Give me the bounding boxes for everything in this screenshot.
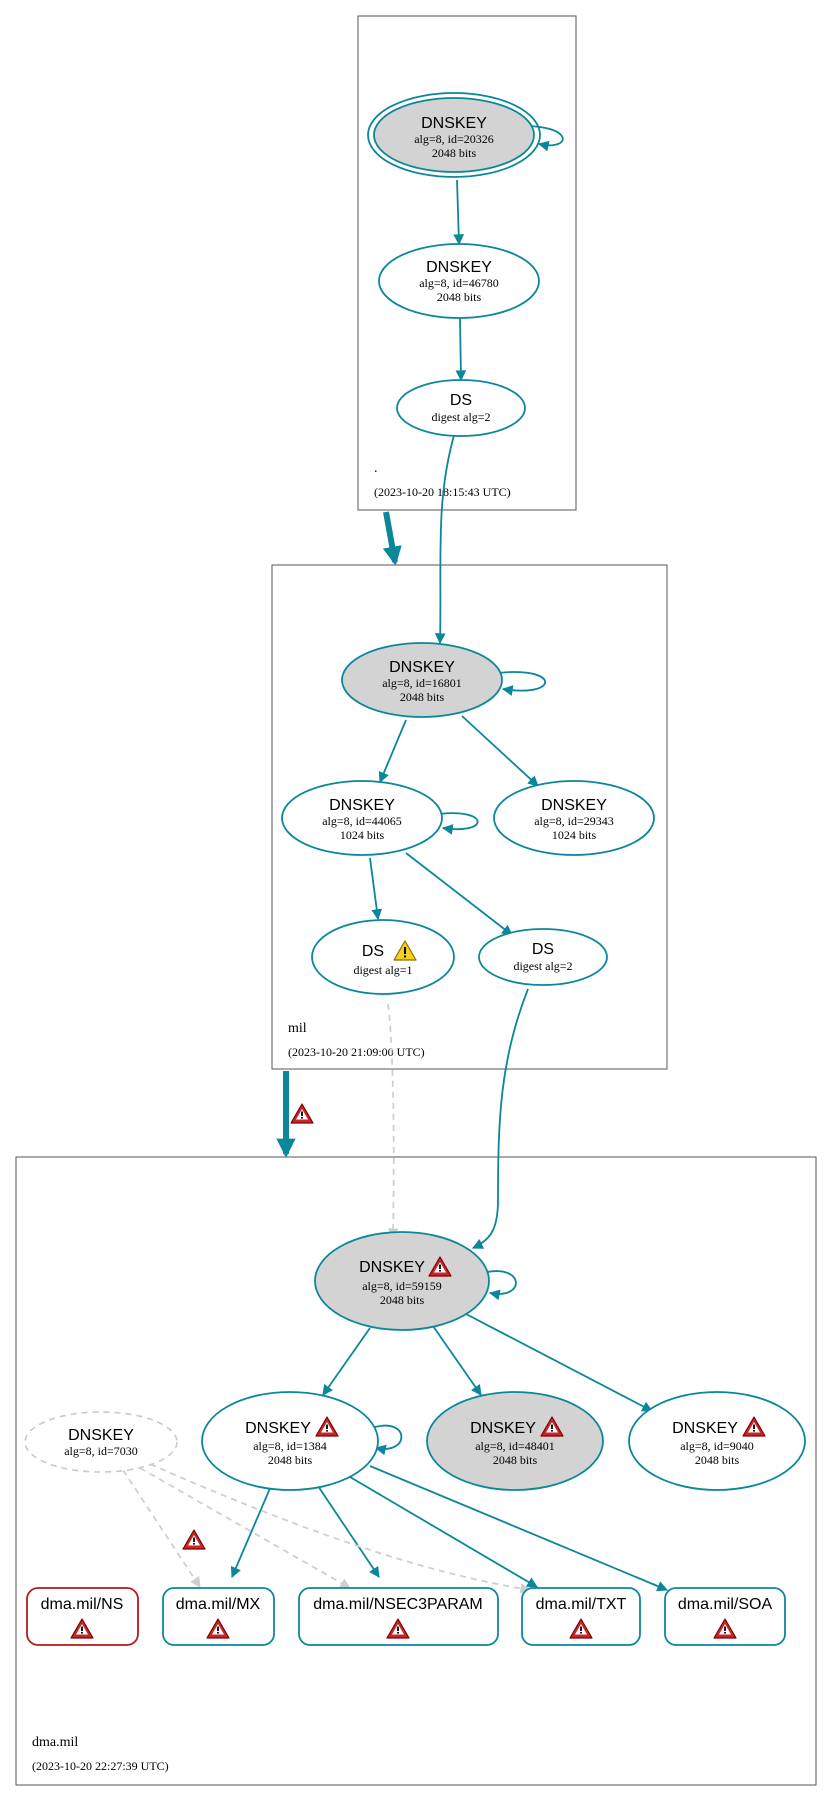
node-key-size: 1024 bits bbox=[552, 828, 597, 842]
node-dma-dnskey-1384[interactable]: DNSKEY alg=8, id=1384 2048 bits bbox=[201, 1391, 379, 1491]
node-mil-dnskey-44065[interactable]: DNSKEY alg=8, id=44065 1024 bits bbox=[281, 780, 443, 856]
edge-k1384-mx bbox=[230, 1485, 272, 1578]
node-dma-dnskey-7030[interactable]: DNSKEY alg=8, id=7030 bbox=[24, 1411, 178, 1473]
node-title: DS bbox=[532, 941, 554, 958]
node-root-dnskey-20326[interactable]: DNSKEY alg=8, id=20326 2048 bits bbox=[367, 92, 541, 178]
node-rrset-txt[interactable]: dma.mil/TXT bbox=[521, 1587, 641, 1646]
edge-mil-ds2-dma-ksk bbox=[472, 988, 529, 1249]
node-algorithm: alg=8, id=46780 bbox=[419, 276, 499, 290]
node-algorithm: alg=8, id=48401 bbox=[475, 1439, 555, 1453]
ghost-edge-error-icon bbox=[182, 1529, 206, 1550]
node-title: DNSKEY bbox=[426, 259, 492, 276]
node-dma-dnskey-59159[interactable]: DNSKEY alg=8, id=59159 2048 bits bbox=[314, 1231, 490, 1331]
node-rrset-nsec3param[interactable]: dma.mil/NSEC3PARAM bbox=[298, 1587, 499, 1646]
node-algorithm: alg=8, id=1384 bbox=[253, 1439, 327, 1453]
node-dma-dnskey-48401[interactable]: DNSKEY alg=8, id=48401 2048 bits bbox=[426, 1391, 604, 1491]
node-algorithm: alg=8, id=59159 bbox=[362, 1279, 442, 1293]
node-key-size: 2048 bits bbox=[400, 690, 445, 704]
node-key-size: 2048 bits bbox=[380, 1293, 425, 1307]
edge-mil-ds1-dma-ksk bbox=[387, 1003, 399, 1240]
node-title: DNSKEY bbox=[421, 115, 487, 132]
node-title: DNSKEY bbox=[359, 1259, 425, 1276]
edge-k1384-nsec3param bbox=[317, 1485, 380, 1578]
edge-root-ksk-zsk bbox=[453, 179, 465, 246]
edge-dma-ksk-k9040 bbox=[465, 1313, 653, 1412]
zone-dma-box bbox=[15, 1156, 817, 1786]
node-title: dma.mil/TXT bbox=[536, 1596, 627, 1613]
node-key-size: 2048 bits bbox=[437, 290, 482, 304]
node-mil-dnskey-29343[interactable]: DNSKEY alg=8, id=29343 1024 bits bbox=[493, 780, 655, 856]
node-title: dma.mil/NSEC3PARAM bbox=[313, 1596, 483, 1613]
node-digest: digest alg=2 bbox=[431, 410, 490, 424]
node-key-size: 1024 bits bbox=[340, 828, 385, 842]
zone-mil-box bbox=[271, 564, 668, 1070]
node-key-size: 2048 bits bbox=[432, 146, 477, 160]
node-mil-ds-digest2[interactable]: DS digest alg=2 bbox=[478, 928, 608, 986]
node-algorithm: alg=8, id=29343 bbox=[534, 814, 614, 828]
node-dma-dnskey-9040[interactable]: DNSKEY alg=8, id=9040 2048 bits bbox=[628, 1391, 806, 1491]
zone-dma: dma.mil (2023-10-20 22:27:39 UTC) bbox=[15, 1156, 817, 1786]
node-rrset-mx[interactable]: dma.mil/MX bbox=[162, 1587, 275, 1646]
node-title: DS bbox=[362, 943, 384, 960]
node-key-size: 2048 bits bbox=[268, 1453, 313, 1467]
node-rrset-soa[interactable]: dma.mil/SOA bbox=[664, 1587, 786, 1646]
zone-root-name: . bbox=[374, 461, 378, 476]
zone-dma-name: dma.mil bbox=[32, 1735, 78, 1750]
node-root-ds[interactable]: DS digest alg=2 bbox=[396, 379, 526, 437]
edge-dma-ksk-k48401 bbox=[432, 1325, 482, 1396]
edge-mil-zsk1-ds2 bbox=[405, 852, 513, 936]
edge-mil-zsk1-ds1 bbox=[369, 857, 383, 921]
node-rrset-ns[interactable]: dma.mil/NS bbox=[26, 1587, 139, 1646]
zone-dma-timestamp: (2023-10-20 22:27:39 UTC) bbox=[32, 1759, 169, 1773]
node-algorithm: alg=8, id=7030 bbox=[64, 1444, 138, 1458]
edge-mil-ksk-zsk2 bbox=[461, 715, 539, 787]
node-key-size: 2048 bits bbox=[493, 1453, 538, 1467]
edge-root-ds-mil-ksk bbox=[434, 431, 456, 645]
edge-dma-ksk-k1384 bbox=[322, 1327, 371, 1396]
node-title: dma.mil/NS bbox=[41, 1596, 124, 1613]
node-algorithm: alg=8, id=16801 bbox=[382, 676, 462, 690]
node-title: DNSKEY bbox=[245, 1420, 311, 1437]
node-root-dnskey-46780[interactable]: DNSKEY alg=8, id=46780 2048 bits bbox=[378, 243, 540, 319]
node-title: DNSKEY bbox=[329, 797, 395, 814]
node-algorithm: alg=8, id=9040 bbox=[680, 1439, 754, 1453]
node-mil-ds-digest1[interactable]: DS digest alg=1 bbox=[311, 919, 455, 995]
node-title: DNSKEY bbox=[68, 1427, 134, 1444]
edge-ghost-txt bbox=[149, 1463, 532, 1594]
edge-mil-zsk1-self bbox=[437, 812, 479, 835]
node-mil-dnskey-16801[interactable]: DNSKEY alg=8, id=16801 2048 bits bbox=[341, 642, 503, 718]
node-title: dma.mil/SOA bbox=[678, 1596, 773, 1613]
node-title: DNSKEY bbox=[470, 1420, 536, 1437]
zone-root-timestamp: (2023-10-20 18:15:43 UTC) bbox=[374, 485, 511, 499]
edge-mil-ksk-self bbox=[497, 671, 546, 696]
edge-k1384-txt bbox=[349, 1476, 538, 1588]
node-title: DNSKEY bbox=[389, 659, 455, 676]
edge-dma-ksk-self bbox=[486, 1270, 517, 1301]
zone-mil-timestamp: (2023-10-20 21:09:00 UTC) bbox=[288, 1045, 425, 1059]
zone-mil-name: mil bbox=[288, 1021, 307, 1036]
delegation-error-icon bbox=[290, 1103, 314, 1124]
node-digest: digest alg=2 bbox=[513, 959, 572, 973]
node-title: DNSKEY bbox=[672, 1420, 738, 1437]
edge-ghost-mx bbox=[122, 1469, 201, 1588]
node-key-size: 2048 bits bbox=[695, 1453, 740, 1467]
zone-root-box bbox=[357, 15, 577, 511]
edge-mil-ksk-zsk1 bbox=[378, 719, 407, 783]
delegation-root-to-mil bbox=[382, 511, 402, 566]
zone-root: . (2023-10-20 18:15:43 UTC) bbox=[357, 15, 577, 511]
node-algorithm: alg=8, id=20326 bbox=[414, 132, 494, 146]
node-title: DS bbox=[450, 392, 472, 409]
node-title: DNSKEY bbox=[541, 797, 607, 814]
edge-k1384-soa bbox=[369, 1465, 668, 1592]
node-digest: digest alg=1 bbox=[353, 963, 412, 977]
edge-root-zsk-ds bbox=[455, 317, 467, 382]
edge-ghost-nsec3param bbox=[139, 1467, 351, 1589]
node-algorithm: alg=8, id=44065 bbox=[322, 814, 402, 828]
node-title: dma.mil/MX bbox=[176, 1596, 261, 1613]
edge-dma-k1384-self bbox=[374, 1424, 403, 1456]
zone-mil: mil (2023-10-20 21:09:00 UTC) bbox=[271, 564, 668, 1070]
